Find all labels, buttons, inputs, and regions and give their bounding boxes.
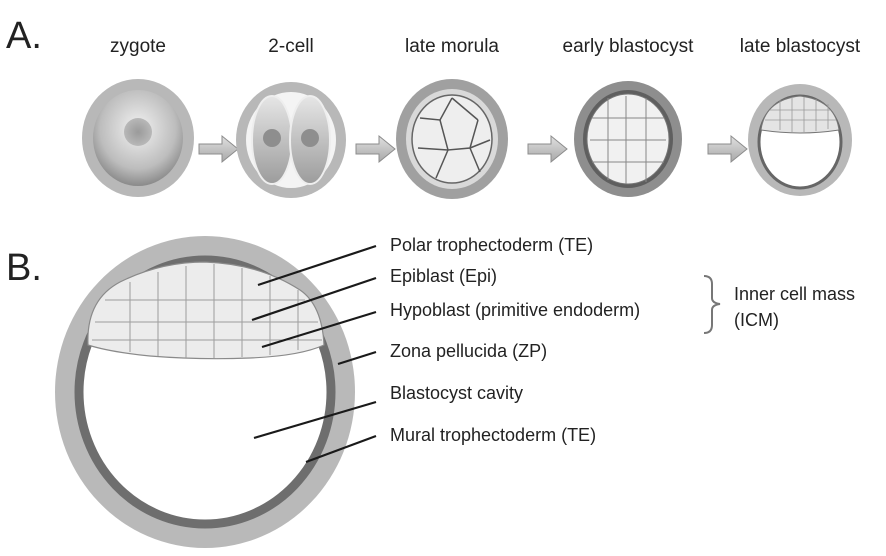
zygote-embryo <box>82 79 194 197</box>
label-polar-trophectoderm: Polar trophectoderm (TE) <box>390 235 593 255</box>
stage-label-late-blastocyst: late blastocyst <box>740 36 861 57</box>
label-hypoblast: Hypoblast (primitive endoderm) <box>390 300 640 320</box>
late-morula-embryo <box>396 79 508 199</box>
stage-label-late-morula: late morula <box>405 36 499 57</box>
stage-label-zygote: zygote <box>110 36 166 57</box>
arrow-icon <box>708 136 747 162</box>
label-mural-trophectoderm: Mural trophectoderm (TE) <box>390 425 596 445</box>
label-icm-abbrev: (ICM) <box>734 310 779 330</box>
label-zona-pellucida: Zona pellucida (ZP) <box>390 341 547 361</box>
label-blastocyst-cavity: Blastocyst cavity <box>390 383 523 403</box>
arrow-icon <box>356 136 395 162</box>
stage-label-early-blastocyst: early blastocyst <box>563 36 695 57</box>
stage-label-2-cell: 2-cell <box>268 36 313 57</box>
panel-a-letter: A. <box>6 15 42 57</box>
arrow-icon <box>528 136 567 162</box>
arrow-icon <box>199 136 238 162</box>
panel-b-letter: B. <box>6 247 42 289</box>
label-epiblast: Epiblast (Epi) <box>390 266 497 286</box>
blastocyst-detail <box>55 236 355 548</box>
late-blastocyst-embryo <box>748 84 852 196</box>
icm-brace <box>704 276 720 333</box>
early-blastocyst-embryo <box>574 81 682 197</box>
two-cell-embryo <box>236 82 346 198</box>
label-inner-cell-mass: Inner cell mass <box>734 284 855 304</box>
